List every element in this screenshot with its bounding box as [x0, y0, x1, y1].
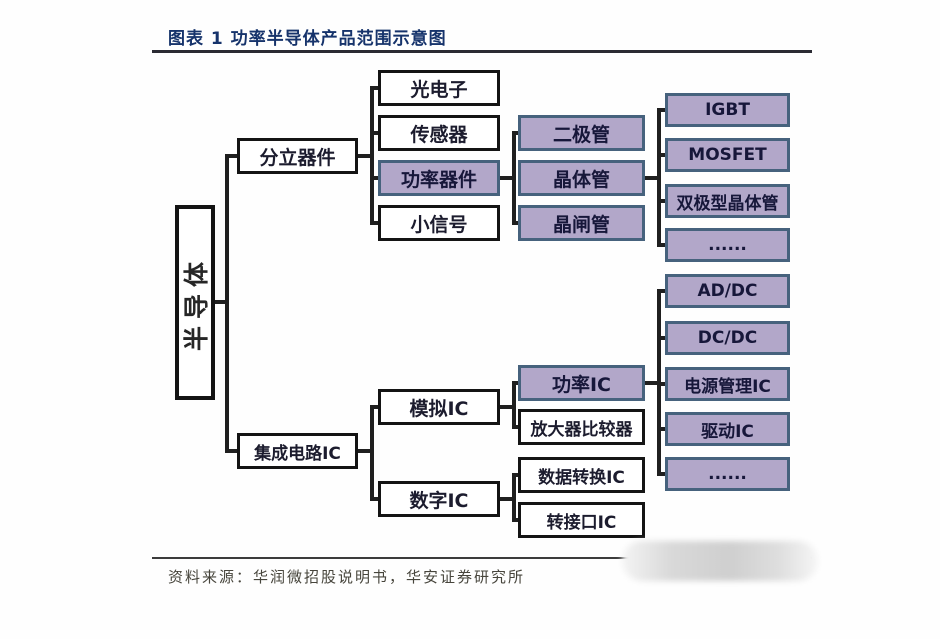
node-semiconductor: 半导体 — [175, 205, 215, 400]
connector-trunk-digital — [512, 473, 516, 522]
node-power-devices: 功率器件 — [378, 160, 500, 196]
node-integrated-circuit: 集成电路IC — [237, 433, 358, 469]
node-data-conversion-ic: 数据转换IC — [518, 457, 645, 493]
chart-title: 图表 1 功率半导体产品范围示意图 — [168, 29, 447, 49]
connector-stub-ic-more — [657, 472, 665, 476]
connector-stub-ic — [225, 449, 237, 453]
connector-analog-out — [500, 405, 516, 409]
connector-trunk-analog — [512, 381, 516, 429]
connector-stub-driver-ic — [657, 427, 665, 431]
connector-stub-diode — [512, 131, 518, 135]
node-sensor: 传感器 — [378, 115, 500, 151]
connector-power-ic-out — [645, 381, 661, 385]
connector-trunk-level1 — [225, 154, 229, 453]
connector-ic-out — [358, 449, 374, 453]
connector-stub-ad-dc — [657, 289, 665, 293]
connector-transistor-out — [645, 176, 661, 180]
connector-trunk-transistor — [657, 108, 661, 247]
connector-discrete-out — [358, 154, 374, 158]
connector-stub-igbt — [657, 108, 665, 112]
connector-stub-mosfet — [657, 153, 665, 157]
node-power-ic: 功率IC — [518, 365, 645, 401]
connector-stub-small-signal — [370, 221, 378, 225]
connector-stub-interface-ic — [512, 518, 518, 522]
connector-stub-power-mgmt — [657, 382, 665, 386]
node-bipolar-transistor: 双极型晶体管 — [665, 184, 790, 218]
node-igbt: IGBT — [665, 93, 790, 127]
connector-root — [215, 300, 229, 304]
connector-trunk-power-device — [512, 131, 516, 225]
connector-stub-discrete-more — [657, 243, 665, 247]
node-discrete-ellipsis: ...... — [665, 228, 790, 262]
node-interface-ic: 转接口IC — [518, 502, 645, 538]
node-ad-dc: AD/DC — [665, 274, 790, 308]
connector-stub-power-ic — [512, 381, 518, 385]
title-underline — [152, 50, 812, 53]
node-mosfet: MOSFET — [665, 138, 790, 172]
connector-stub-optoelectronics — [370, 86, 378, 90]
source-caption: 资料来源：华润微招股说明书，华安证券研究所 — [168, 568, 526, 586]
node-digital-ic: 数字IC — [378, 481, 500, 517]
connector-trunk-discrete — [370, 86, 374, 225]
connector-power-device-out — [500, 176, 516, 180]
node-optoelectronics: 光电子 — [378, 70, 500, 106]
connector-stub-dc-dc — [657, 336, 665, 340]
connector-stub-analog-ic — [370, 405, 378, 409]
connector-stub-discrete — [225, 154, 237, 158]
connector-trunk-ic — [370, 405, 374, 501]
connector-stub-data-conversion — [512, 473, 518, 477]
node-small-signal: 小信号 — [378, 205, 500, 241]
node-analog-ic: 模拟IC — [378, 389, 500, 425]
connector-stub-digital-ic — [370, 497, 378, 501]
connector-stub-thyristor — [512, 221, 518, 225]
node-driver-ic: 驱动IC — [665, 412, 790, 446]
connector-stub-power-device — [370, 176, 378, 180]
node-thyristor: 晶闸管 — [518, 205, 645, 241]
node-ic-ellipsis: ...... — [665, 457, 790, 491]
watermark-blur — [622, 541, 818, 581]
connector-stub-amp-comparator — [512, 425, 518, 429]
connector-digital-out — [500, 497, 516, 501]
node-power-management-ic: 电源管理IC — [665, 367, 790, 401]
node-transistor: 晶体管 — [518, 160, 645, 196]
connector-stub-sensor — [370, 131, 378, 135]
node-diode: 二极管 — [518, 115, 645, 151]
connector-stub-bipolar — [657, 199, 665, 203]
node-amplifier-comparator: 放大器比较器 — [518, 409, 645, 445]
node-dc-dc: DC/DC — [665, 321, 790, 355]
node-semiconductor-label: 半导体 — [182, 254, 212, 351]
node-discrete-devices: 分立器件 — [237, 138, 358, 174]
footer-rule — [152, 557, 812, 559]
